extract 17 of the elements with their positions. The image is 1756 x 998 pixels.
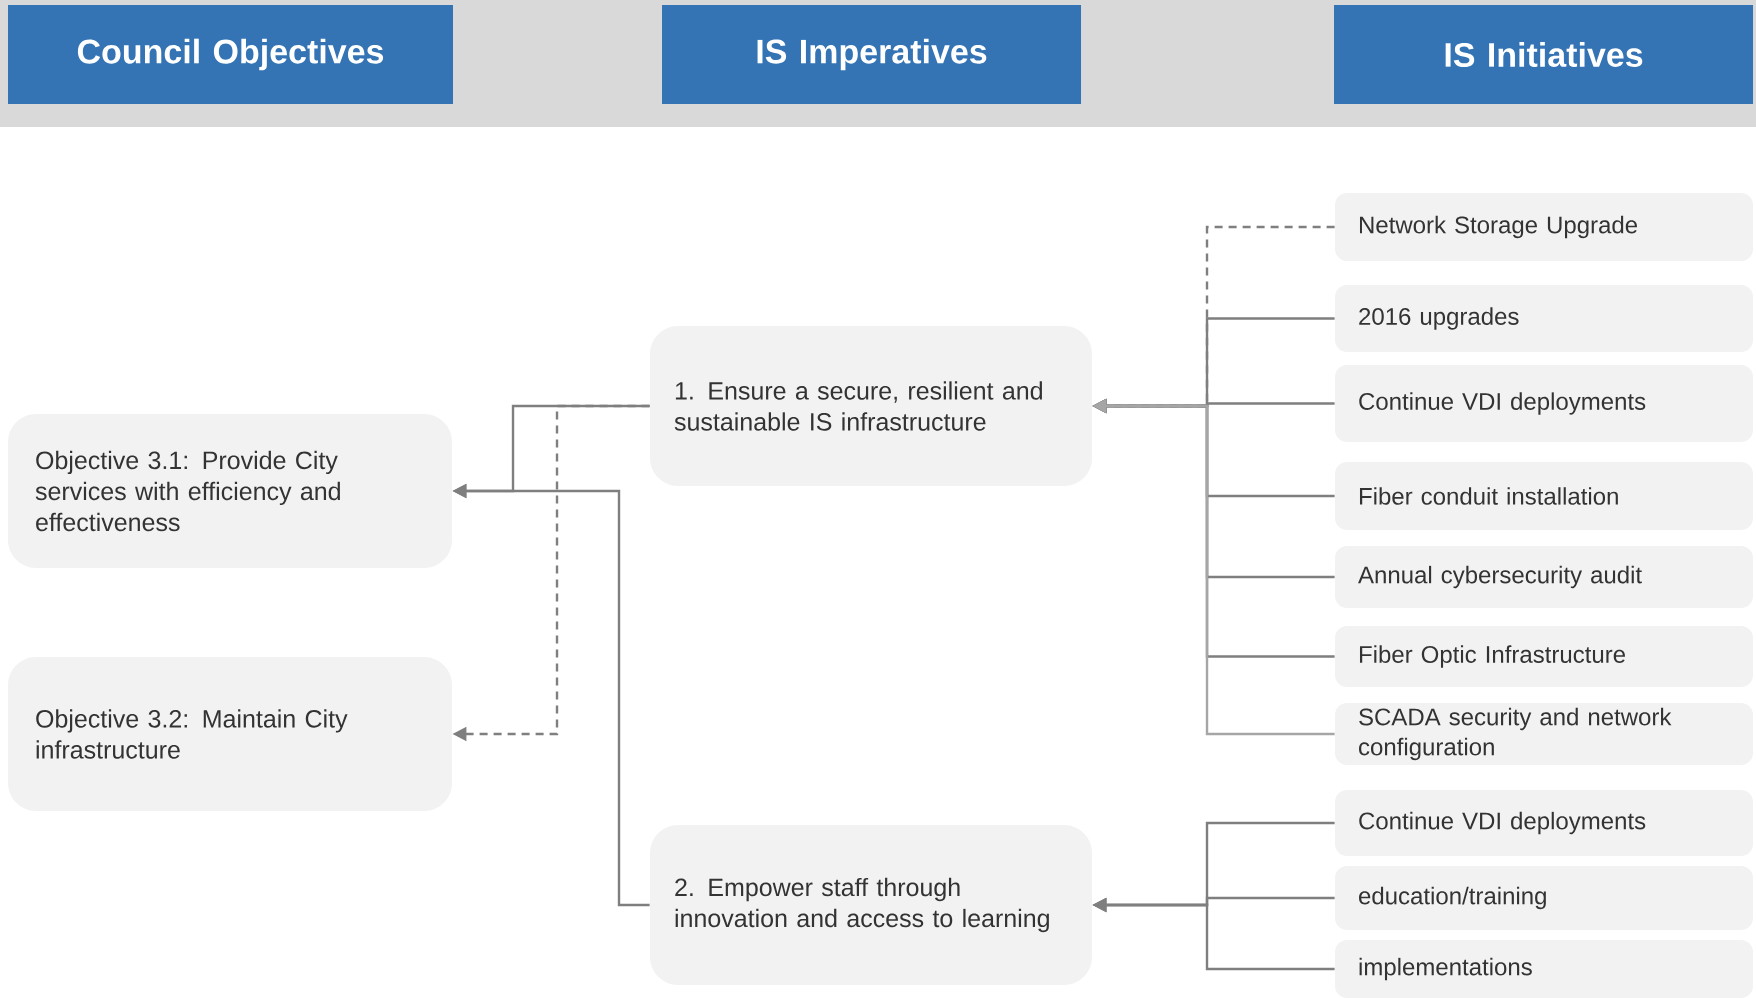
initiative-box: Annual cybersecurity audit bbox=[1335, 546, 1753, 608]
initiative-box: Network Storage Upgrade bbox=[1335, 193, 1753, 261]
header-banner: Council Objectives bbox=[8, 5, 453, 104]
initiative-box: 2016 upgrades bbox=[1335, 285, 1753, 352]
initiative-box: education/training bbox=[1335, 866, 1753, 930]
initiative-box: SCADA security and network configuration bbox=[1335, 703, 1753, 765]
imperative-box: 2. Empower staff through innovation and access to learning bbox=[650, 825, 1092, 985]
initiative-box: Fiber Optic Infrastructure bbox=[1335, 626, 1753, 687]
header-banner: IS Initiatives bbox=[1334, 5, 1753, 104]
initiative-box: Fiber conduit installation bbox=[1335, 462, 1753, 530]
initiative-box: Continue VDI deployments bbox=[1335, 365, 1753, 442]
objective-box: Objective 3.2: Maintain City infrastructure bbox=[8, 657, 452, 811]
header-banner: IS Imperatives bbox=[662, 5, 1081, 104]
imperative-box: 1. Ensure a secure, resilient and sustainable IS infrastructure bbox=[650, 326, 1092, 486]
objective-box: Objective 3.1: Provide City services with efficiency and effectiveness bbox=[8, 414, 452, 568]
initiative-box: Continue VDI deployments bbox=[1335, 790, 1753, 856]
initiative-box: implementations bbox=[1335, 940, 1753, 998]
